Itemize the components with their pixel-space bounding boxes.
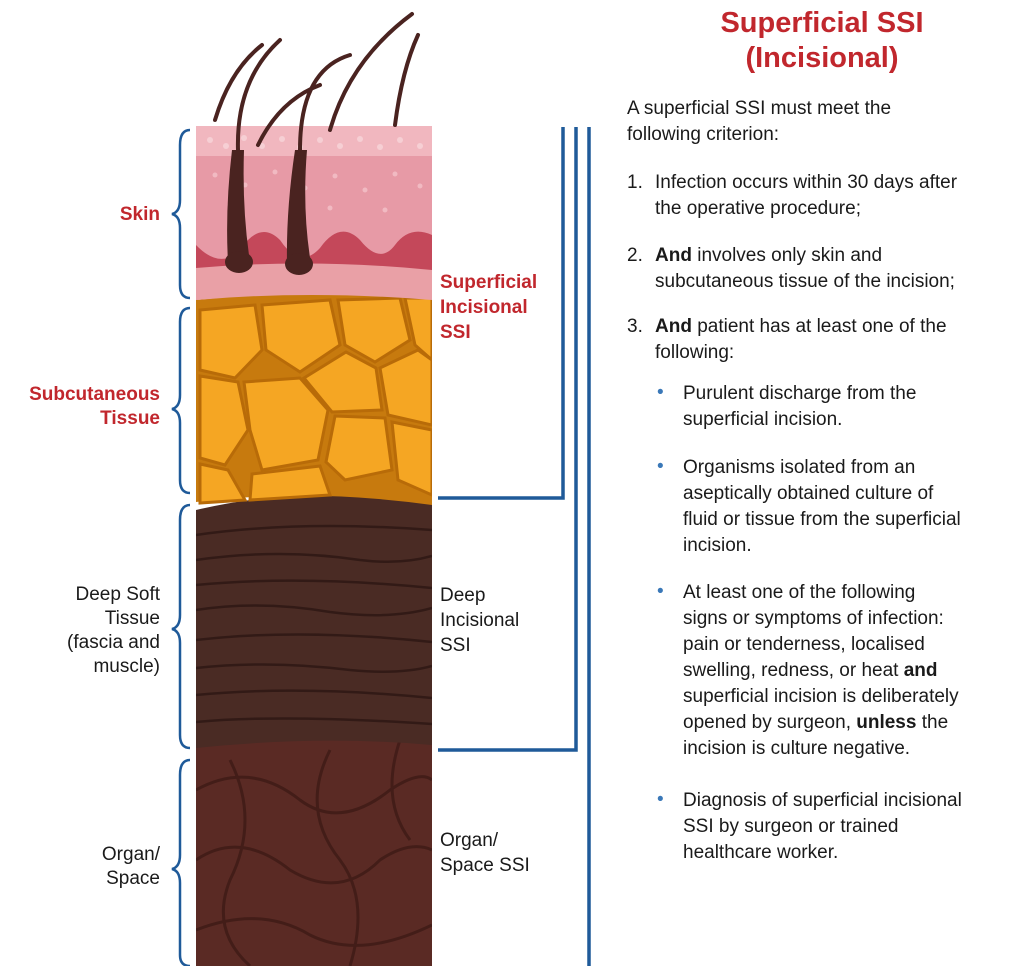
bullet-item: • At least one of the following signs or…	[657, 580, 1019, 762]
criterion-item: 2. And involves only skin and subcutaneo…	[627, 243, 1019, 295]
criterion-intro: A superficial SSI must meet the followin…	[627, 96, 1017, 148]
bullet-icon: •	[657, 787, 664, 813]
bullet-icon: •	[657, 454, 664, 480]
deep-soft-tissue-label: Deep Soft Tissue (fascia and muscle)	[8, 583, 160, 679]
bullet-item: • Organisms isolated from an aseptically…	[657, 455, 1019, 559]
organ-space-ssi-label: Organ/ Space SSI	[440, 828, 565, 878]
criterion-item: 1. Infection occurs within 30 days after…	[627, 170, 1019, 222]
bullet-icon: •	[657, 579, 664, 605]
organ-space-label: Organ/ Space	[8, 843, 160, 891]
page-title: Superficial SSI (Incisional)	[612, 6, 1021, 76]
criterion-item: 3. And patient has at least one of the f…	[627, 314, 1019, 366]
subcutaneous-tissue-label: Subcutaneous Tissue	[8, 383, 160, 431]
superficial-incisional-ssi-label: Superficial Incisional SSI	[440, 270, 565, 345]
tissue-cross-section-illustration	[0, 0, 600, 966]
deep-incisional-ssi-label: Deep Incisional SSI	[440, 583, 565, 658]
bullet-icon: •	[657, 380, 664, 406]
bullet-item: • Diagnosis of superficial incisional SS…	[657, 788, 1019, 866]
skin-label: Skin	[8, 203, 160, 227]
bullet-item: • Purulent discharge from the superficia…	[657, 381, 1019, 433]
